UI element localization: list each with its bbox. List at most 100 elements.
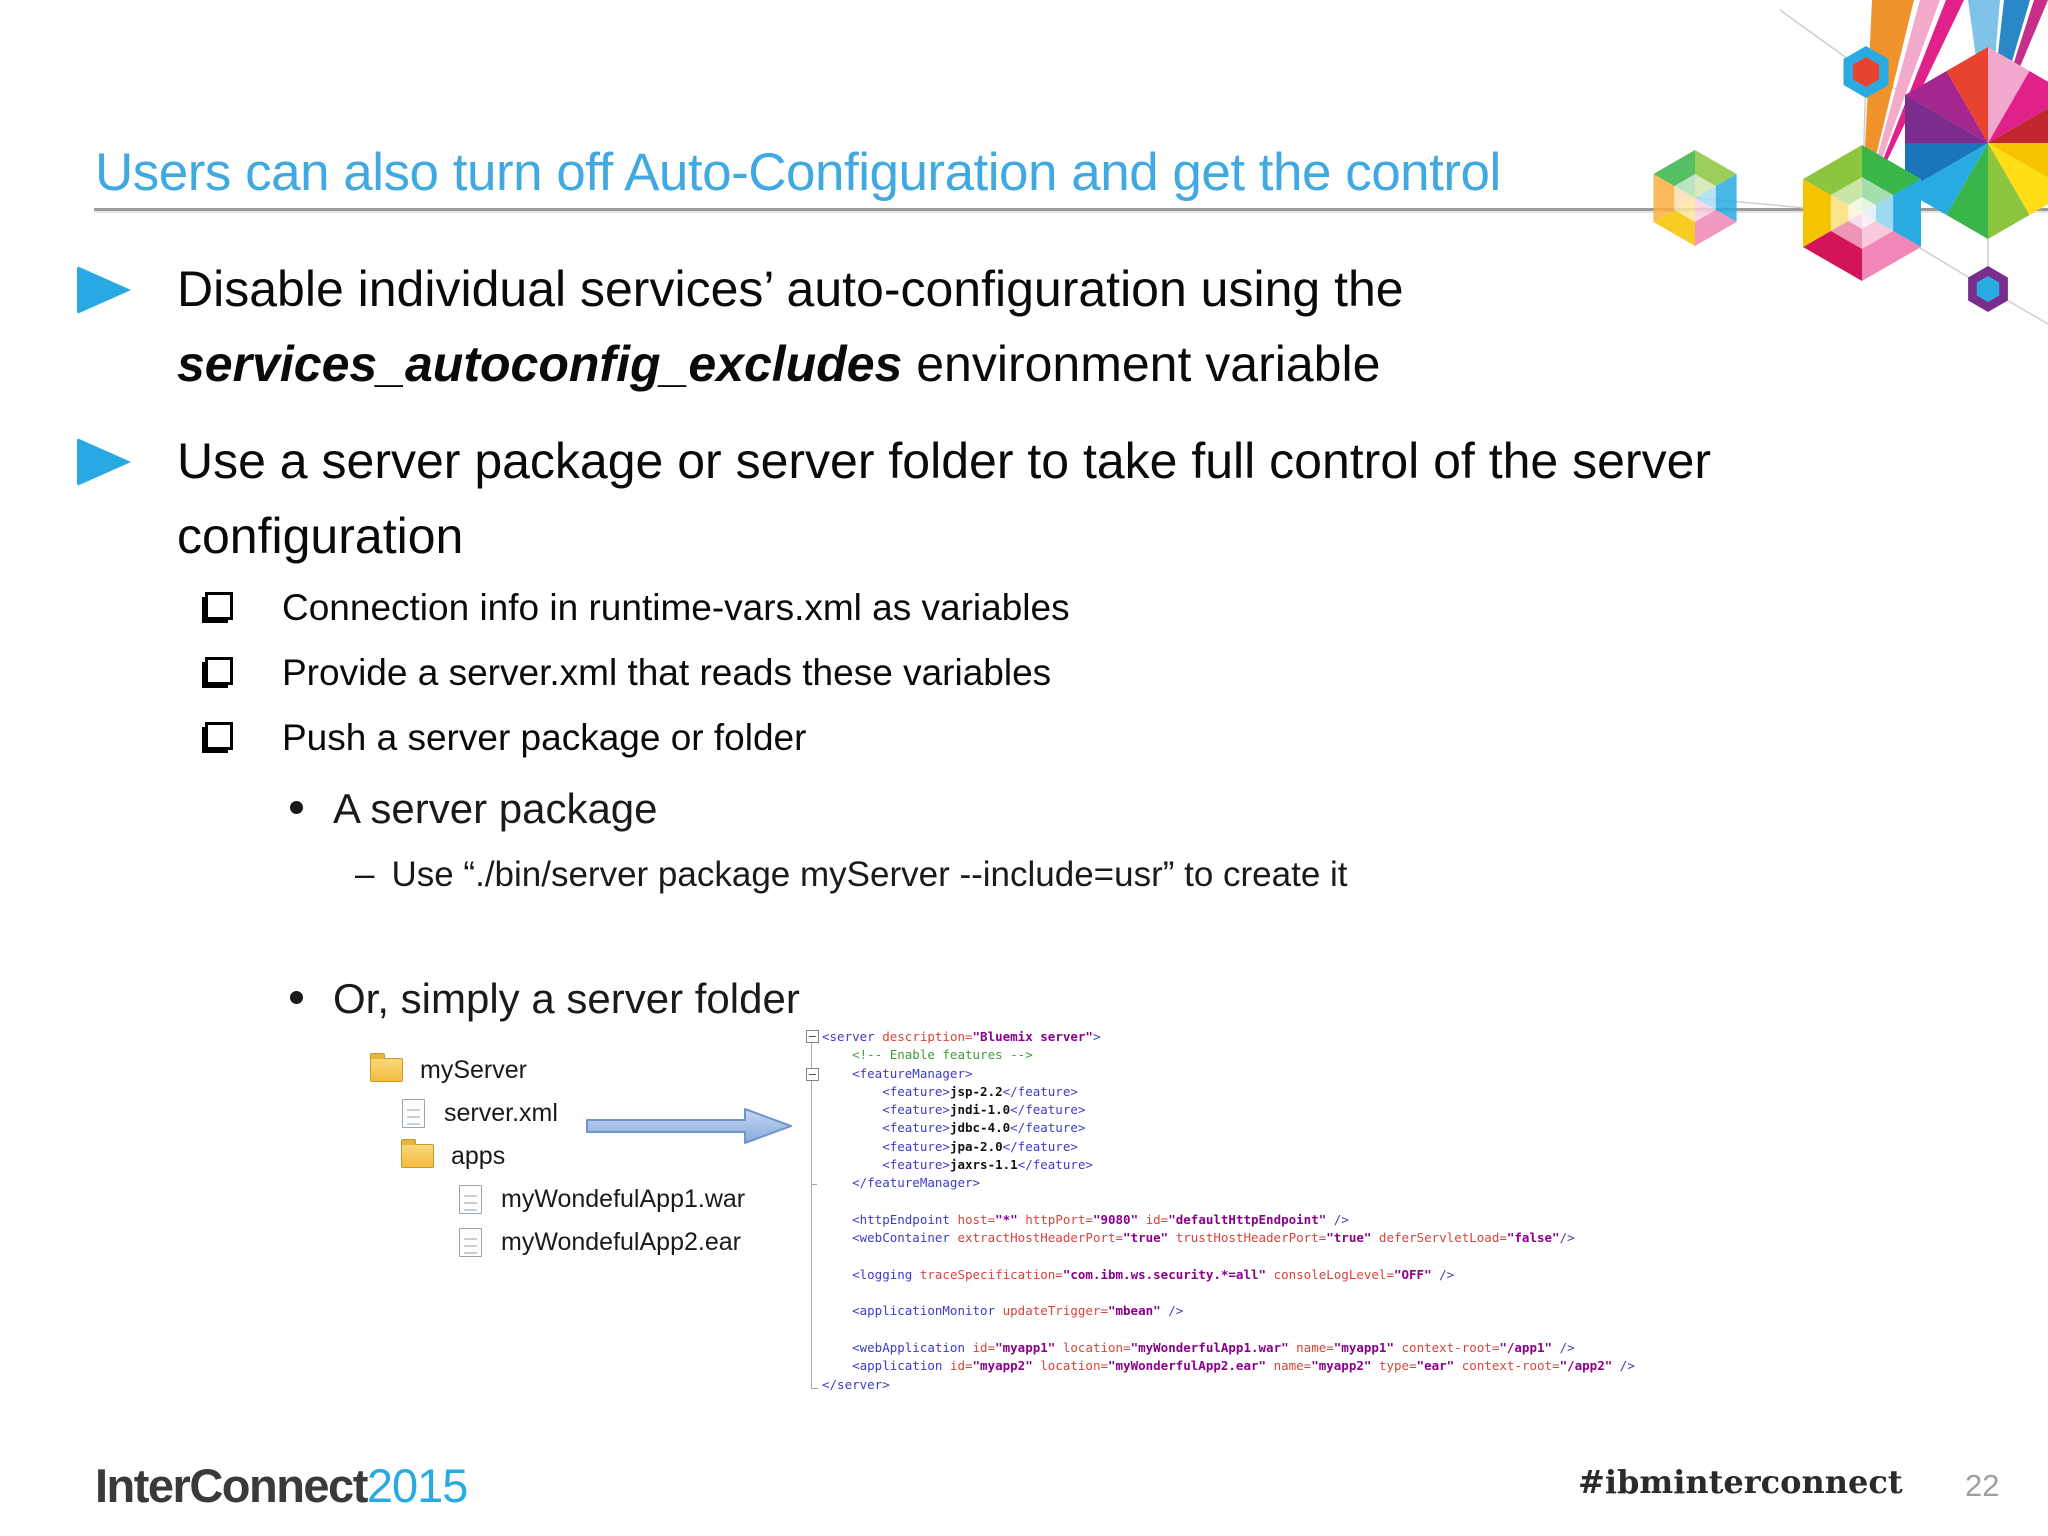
sub-sub-bullet-text: Use “./bin/server package myServer --inc…	[391, 855, 1348, 894]
code-token: >	[1092, 1029, 1101, 1044]
code-token: />	[1326, 1211, 1349, 1227]
bullet-text: Use a server package or server folder to…	[177, 424, 1922, 574]
checkbox-label: Provide a server.xml that reads these va…	[282, 652, 1052, 693]
code-token: "true"	[1326, 1230, 1372, 1246]
tree-item: myServer	[370, 1053, 745, 1084]
code-token: />	[1431, 1266, 1455, 1282]
tree-label: server.xml	[444, 1098, 558, 1127]
sub-bullet-item: A server package	[75, 781, 1925, 837]
bullet-item: Disable individual services’ auto-config…	[75, 252, 1925, 402]
code-line: <feature>jpa-2.0</feature>	[822, 1138, 1635, 1156]
code-token: />	[1552, 1340, 1575, 1356]
code-line: <!-- Enable features -->	[822, 1046, 1635, 1064]
checkbox-icon	[205, 722, 233, 750]
level1-bullet-list: Disable individual services’ auto-config…	[75, 252, 1925, 574]
tree-label: myServer	[420, 1055, 527, 1084]
code-token: </feature>	[1017, 1157, 1093, 1173]
code-token: trustHostHeaderPort=	[1168, 1230, 1327, 1246]
checkbox-item: Push a server package or folder	[75, 714, 1925, 779]
code-token: type=	[1371, 1358, 1417, 1374]
code-token: jsp-2.2	[949, 1083, 1003, 1099]
code-line: <logging traceSpecification="com.ibm.ws.…	[822, 1266, 1635, 1284]
large-pinwheel-hexagon	[1905, 47, 2048, 239]
dot-bullet-icon	[290, 991, 303, 1004]
code-token: name=	[1288, 1340, 1334, 1356]
tree-item: myWondefulApp1.war	[370, 1184, 746, 1214]
code-token: <httpEndpoint	[822, 1211, 958, 1227]
file-tree: myServer server.xml apps myWondefulApp1.war…	[370, 1053, 746, 1271]
code-token: </server>	[822, 1376, 890, 1392]
code-line: <feature>jsp-2.2</feature>	[822, 1083, 1635, 1101]
code-token: "myapp1"	[995, 1340, 1056, 1356]
tree-item: myWondefulApp2.ear	[370, 1227, 745, 1257]
code-token: "*"	[995, 1211, 1018, 1227]
code-token: "myWonderfulApp2.ear"	[1108, 1358, 1267, 1374]
folder-icon	[370, 1053, 403, 1082]
fold-collapse-icon	[806, 1030, 819, 1043]
code-token: httpPort=	[1017, 1211, 1093, 1227]
code-token: "Bluemix server"	[972, 1029, 1093, 1044]
tree-label: apps	[451, 1141, 506, 1170]
checkbox-label: Push a server package or folder	[282, 717, 807, 758]
code-token: "myWonderfulApp1.war"	[1130, 1340, 1289, 1356]
code-token: "myapp2"	[972, 1358, 1033, 1374]
bullet-text-segment: environment variable	[902, 336, 1381, 392]
code-line: <server description="Bluemix server">	[822, 1028, 1635, 1046]
faceted-hexagon-large	[1803, 145, 1921, 281]
small-hexagon-blue-red	[1843, 46, 1889, 98]
sub-bullet-label: A server package	[333, 785, 658, 832]
code-token: id=	[949, 1358, 973, 1374]
bullet-text-segment: Use a server package or server folder to…	[177, 433, 1712, 564]
code-token: description=	[882, 1029, 973, 1044]
footer-year-text: 2015	[366, 1459, 469, 1512]
sub-bullet-item: Or, simply a server folder	[75, 971, 1925, 1027]
footer-brand-text: InterConnect	[95, 1459, 368, 1512]
code-token: </featureManager>	[822, 1175, 981, 1191]
code-token: <feature>	[822, 1120, 950, 1136]
flow-arrow-icon	[586, 1108, 792, 1144]
code-token: updateTrigger=	[1002, 1303, 1108, 1319]
server-xml-code: <server description="Bluemix server"> <!…	[822, 1028, 1635, 1394]
code-token: "/app2"	[1559, 1358, 1613, 1374]
file-icon	[459, 1227, 482, 1257]
code-token: />	[1559, 1230, 1575, 1246]
title-divider	[94, 208, 2048, 213]
code-token: "defaultHttpEndpoint"	[1168, 1211, 1327, 1227]
code-token: />	[1612, 1358, 1635, 1374]
emphasized-term: services_autoconfig_excludes	[177, 336, 903, 392]
fold-line	[811, 1043, 818, 1389]
code-line: <featureManager>	[822, 1065, 1635, 1083]
code-line: <application id="myapp2" location="myWon…	[822, 1357, 1635, 1375]
fold-line	[811, 1081, 817, 1185]
triangle-bullet-icon	[77, 266, 131, 314]
interconnect-hexagon-logo	[1653, 0, 2048, 325]
code-line: <webContainer extractHostHeaderPort= "tru…	[822, 1229, 1635, 1247]
small-hexagon-purple-cyan	[1968, 266, 2008, 312]
tree-label: myWondefulApp1.war	[501, 1184, 746, 1213]
sub-sub-bullet-item: –Use “./bin/server package myServer --in…	[75, 851, 1925, 899]
sub-bullet-label: Or, simply a server folder	[333, 975, 800, 1022]
code-token: context-root=	[1454, 1358, 1560, 1374]
code-token: "false"	[1506, 1230, 1560, 1246]
code-token: jaxrs-1.1	[949, 1157, 1018, 1173]
code-token: <server	[822, 1029, 883, 1044]
bullet-item: Use a server package or server folder to…	[75, 424, 1925, 574]
faceted-hexagon-small	[1653, 150, 1737, 246]
code-token: extractHostHeaderPort=	[957, 1230, 1124, 1246]
triangle-bullet-icon	[77, 438, 131, 486]
checkbox-label: Connection info in runtime-vars.xml as v…	[282, 587, 1070, 628]
code-line	[822, 1284, 1635, 1302]
code-token: "/app1"	[1499, 1340, 1553, 1356]
code-line	[822, 1193, 1635, 1211]
code-line: <feature>jaxrs-1.1</feature>	[822, 1156, 1635, 1174]
tree-item: apps	[370, 1139, 745, 1170]
code-token: <!-- Enable features -->	[822, 1047, 1033, 1063]
code-token: <application	[822, 1358, 950, 1374]
code-line: </featureManager>	[822, 1174, 1635, 1192]
dot-bullet-icon	[290, 801, 303, 814]
page-number: 22	[1965, 1468, 2000, 1503]
code-token: traceSpecification=	[919, 1266, 1063, 1282]
code-token: <webContainer	[822, 1230, 958, 1246]
checkbox-item: Provide a server.xml that reads these va…	[75, 649, 1925, 714]
